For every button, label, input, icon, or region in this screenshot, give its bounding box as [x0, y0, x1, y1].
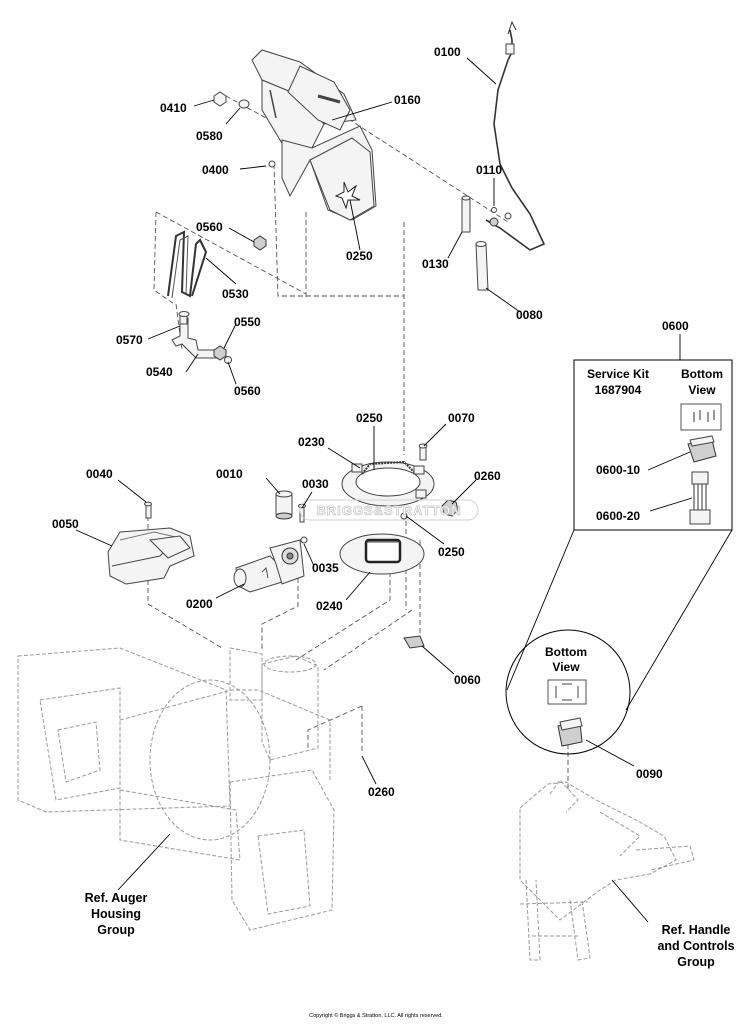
callout-bottom-view-line2: View	[552, 660, 580, 674]
part-labels: 0100 0410 0160 0580 0400 0110 0560 0250 …	[52, 45, 689, 799]
reference-labels: Ref. Auger Housing Group Ref. Handle and…	[85, 891, 735, 969]
label-0030: 0030	[302, 477, 329, 491]
chute-pins	[461, 195, 489, 291]
label-0560-lower: 0560	[234, 384, 261, 398]
ref-auger-line1: Ref. Auger	[85, 891, 148, 905]
ref-auger-line3: Group	[97, 923, 135, 937]
label-0090: 0090	[636, 767, 663, 781]
label-0560-upper: 0560	[196, 220, 223, 234]
label-0230: 0230	[298, 435, 325, 449]
service-kit-box	[573, 359, 733, 531]
drain-clip	[403, 635, 425, 649]
label-0600-10: 0600-10	[596, 463, 640, 477]
callout-detail-circle	[505, 529, 733, 755]
leader-lines	[75, 57, 693, 923]
auger-housing	[17, 647, 335, 931]
label-0200: 0200	[186, 597, 213, 611]
label-0010: 0010	[216, 467, 243, 481]
label-0160: 0160	[394, 93, 421, 107]
label-0250-chute: 0250	[346, 249, 373, 263]
label-0110: 0110	[476, 163, 502, 177]
label-0040: 0040	[86, 467, 113, 481]
chute-gasket	[339, 533, 425, 575]
service-kit-title: Service Kit	[587, 367, 649, 381]
chute-rotator-motor[interactable]	[233, 539, 305, 593]
watermark: BRIGGS&STRATTON	[299, 499, 479, 521]
label-0100: 0100	[434, 45, 461, 59]
label-0240: 0240	[316, 599, 343, 613]
callout-bottom-view-line1: Bottom	[545, 645, 587, 659]
ref-handle-line3: Group	[677, 955, 715, 969]
deflector-spring	[167, 230, 208, 299]
wire-harness	[689, 471, 711, 525]
label-0600: 0600	[662, 319, 689, 333]
spring-bracket	[171, 311, 232, 364]
switch-bottom-view-icon	[680, 403, 722, 431]
warning-decal-icon	[334, 181, 361, 210]
chute-deflector[interactable]	[251, 49, 377, 221]
motor-cover-shroud[interactable]	[107, 501, 195, 585]
label-0600-20: 0600-20	[596, 509, 640, 523]
label-0530: 0530	[222, 287, 249, 301]
label-0550: 0550	[234, 315, 261, 329]
ref-auger-line2: Housing	[91, 907, 141, 921]
label-0070: 0070	[448, 411, 475, 425]
label-0130: 0130	[422, 257, 449, 271]
kit-bottom-view-line2: View	[688, 383, 716, 397]
label-0250-gear: 0250	[356, 411, 383, 425]
hardware-small	[213, 91, 276, 251]
watermark-text: BRIGGS&STRATTON	[316, 503, 461, 518]
ref-handle-line1: Ref. Handle	[662, 923, 731, 937]
label-0050: 0050	[52, 517, 79, 531]
chute-ring-gear[interactable]	[341, 460, 435, 507]
label-0035: 0035	[312, 561, 339, 575]
kit-text: Service Kit 1687904 Bottom View Bottom V…	[545, 367, 723, 674]
service-kit-number: 1687904	[595, 383, 642, 397]
handle-controls	[519, 779, 695, 961]
label-0260-lower: 0260	[368, 785, 395, 799]
ref-handle-line2: and Controls	[657, 939, 734, 953]
label-0580: 0580	[196, 129, 223, 143]
chute-control-cable[interactable]	[485, 20, 546, 251]
gear-hardware	[400, 443, 459, 520]
label-0060: 0060	[454, 673, 481, 687]
label-0260-upper: 0260	[474, 469, 501, 483]
copyright-notice: Copyright © Briggs & Stratton, LLC. All …	[309, 1013, 443, 1019]
label-0080: 0080	[516, 308, 543, 322]
label-0250-gasket: 0250	[438, 545, 465, 559]
label-0540: 0540	[146, 365, 173, 379]
label-0570: 0570	[116, 333, 143, 347]
label-0400: 0400	[202, 163, 229, 177]
kit-bottom-view-line1: Bottom	[681, 367, 723, 381]
label-0410: 0410	[160, 101, 187, 115]
motor-knob	[275, 490, 293, 520]
